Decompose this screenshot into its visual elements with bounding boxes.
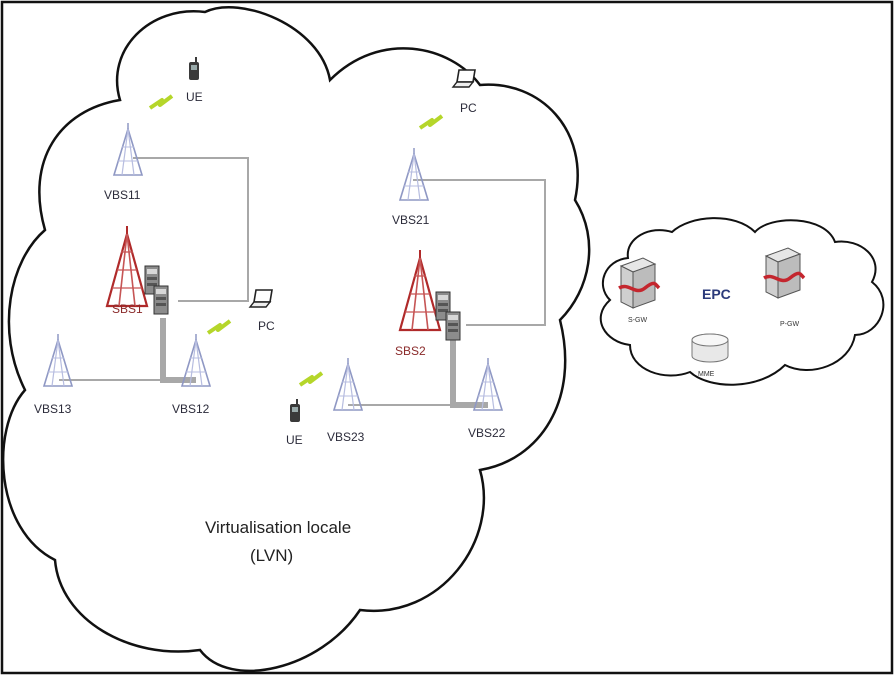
caption-line1: Virtualisation locale (205, 518, 352, 537)
label-vbs12: VBS12 (172, 402, 210, 416)
epc-cloud (599, 217, 885, 386)
label-ue-top: UE (186, 90, 203, 104)
label-sbs2: SBS2 (395, 344, 426, 358)
label-vbs13: VBS13 (34, 402, 72, 416)
label-ue-bottom: UE (286, 433, 303, 447)
server-icon (762, 246, 806, 300)
label-sgw: S-GW (628, 317, 648, 324)
lvn-cloud (1, 6, 591, 672)
label-mme: MME (698, 371, 715, 378)
label-vbs22: VBS22 (468, 426, 506, 440)
database-icon (691, 333, 729, 363)
label-pc-mid: PC (258, 319, 275, 333)
label-vbs11: VBS11 (104, 188, 141, 202)
server-icon (617, 256, 661, 310)
label-epc: EPC (702, 286, 731, 302)
label-pgw: P-GW (780, 321, 800, 328)
link-vbs21-sbs2 (413, 179, 546, 326)
caption-line2: (LVN) (250, 546, 294, 565)
label-vbs23: VBS23 (327, 430, 365, 444)
label-vbs21: VBS21 (392, 213, 430, 227)
link-vbs11-sbs1 (133, 157, 249, 302)
label-sbs1: SBS1 (112, 302, 143, 316)
label-pc-top: PC (460, 101, 477, 115)
